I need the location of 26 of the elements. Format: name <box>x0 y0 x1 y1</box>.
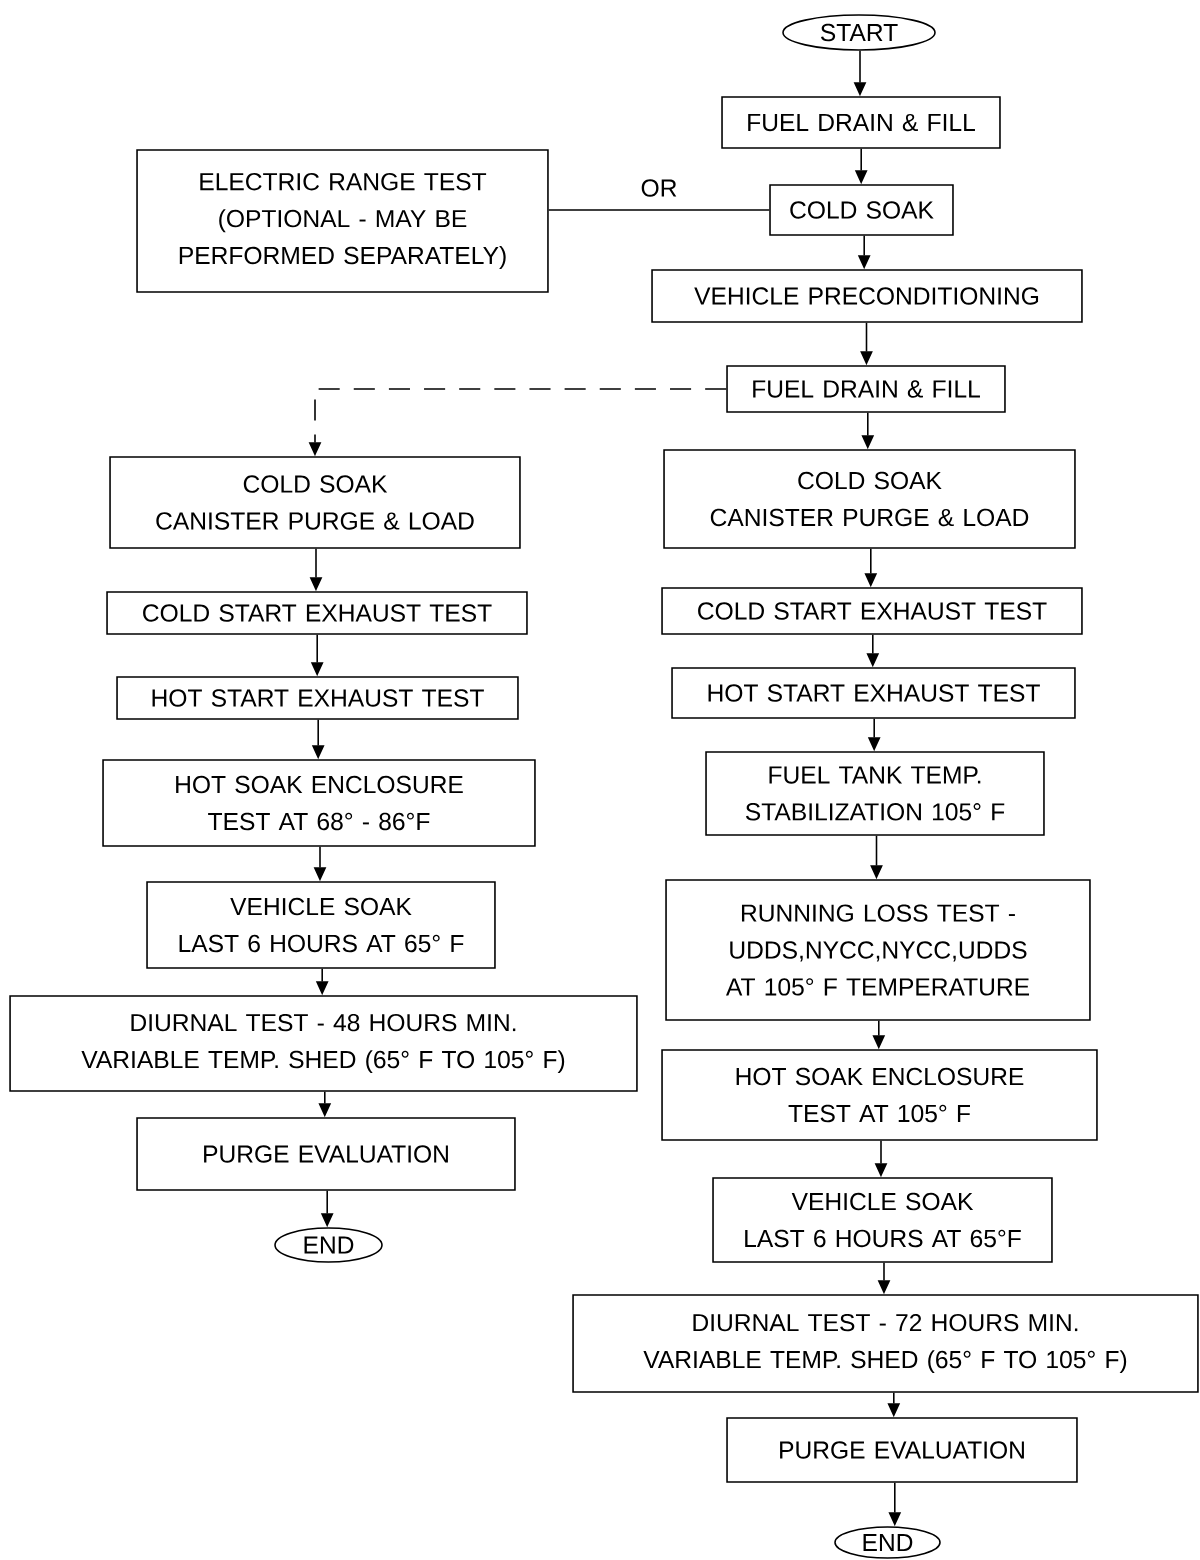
terminal-oval: END <box>274 1227 383 1263</box>
process-box: COLD SOAK CANISTER PURGE & LOAD <box>109 456 521 549</box>
process-box: FUEL TANK TEMP. STABILIZATION 105° F <box>705 751 1045 836</box>
process-box: COLD START EXHAUST TEST <box>106 591 528 635</box>
process-box: DIURNAL TEST - 72 HOURS MIN. VARIABLE TEMP. SHED (65° F TO 105° F) <box>572 1294 1199 1393</box>
process-box: RUNNING LOSS TEST - UDDS,NYCC,NYCC,UDDS AT 105° F TEMPERATURE <box>665 879 1091 1021</box>
edge-label: OR <box>637 175 681 201</box>
process-box: COLD SOAK CANISTER PURGE & LOAD <box>663 449 1076 549</box>
process-box: HOT START EXHAUST TEST <box>116 676 519 720</box>
process-box: HOT START EXHAUST TEST <box>671 667 1076 719</box>
process-box: HOT SOAK ENCLOSURE TEST AT 105° F <box>661 1049 1098 1141</box>
terminal-oval: END <box>834 1526 941 1559</box>
process-box: VEHICLE PRECONDITIONING <box>651 269 1083 323</box>
process-box: VEHICLE SOAK LAST 6 HOURS AT 65°F <box>712 1177 1053 1263</box>
process-box: FUEL DRAIN & FILL <box>721 96 1001 149</box>
process-box: VEHICLE SOAK LAST 6 HOURS AT 65° F <box>146 881 496 969</box>
process-box: DIURNAL TEST - 48 HOURS MIN. VARIABLE TEMP. SHED (65° F TO 105° F) <box>9 995 638 1092</box>
process-box: COLD START EXHAUST TEST <box>661 587 1083 635</box>
terminal-oval: START <box>782 14 936 51</box>
process-box: PURGE EVALUATION <box>136 1117 516 1191</box>
process-box: COLD SOAK <box>769 184 954 236</box>
connector-line <box>547 209 770 211</box>
process-box: PURGE EVALUATION <box>726 1417 1078 1483</box>
process-box: ELECTRIC RANGE TEST (OPTIONAL - MAY BE PERFORMED SEPARATELY) <box>136 149 549 293</box>
process-box: HOT SOAK ENCLOSURE TEST AT 68° - 86°F <box>102 759 536 847</box>
process-box: FUEL DRAIN & FILL <box>726 365 1006 413</box>
